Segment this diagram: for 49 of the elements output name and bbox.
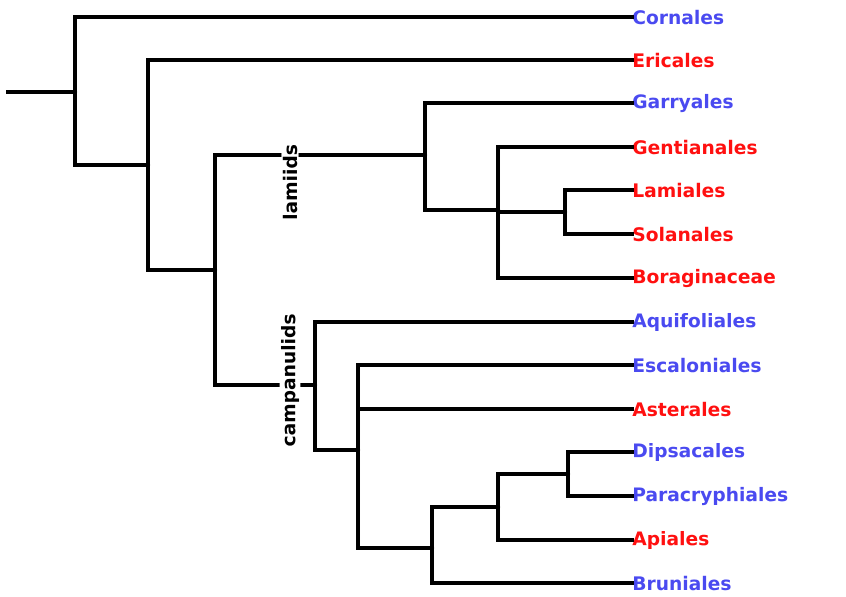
- taxon-label: Escaloniales: [634, 358, 761, 372]
- branch-point: [356, 448, 360, 452]
- branch-point: [212, 268, 218, 272]
- tree-branch: [356, 450, 432, 550]
- tree-branch: [563, 188, 634, 212]
- tree-branch: [496, 145, 634, 210]
- taxon-label: Dipsacales: [634, 442, 744, 462]
- tree-branch: [423, 155, 498, 212]
- taxon-label: Gentianales: [633, 140, 757, 154]
- branch-point: [496, 504, 500, 510]
- branch-point: [566, 472, 570, 476]
- taxon-label: Aquifoliales: [632, 312, 756, 332]
- tree-branch: [313, 320, 634, 385]
- taxon-label: Solanales: [634, 226, 733, 242]
- taxon-label: Ericales: [634, 52, 714, 68]
- tree-branch: [146, 58, 634, 165]
- branch-point: [72, 90, 78, 94]
- tree-branch: [73, 92, 148, 167]
- taxon-label: Apiales: [632, 530, 708, 550]
- taxon-label: Asterales: [632, 402, 730, 416]
- tree-branch: [430, 505, 498, 548]
- tree-branch: [146, 165, 215, 272]
- taxon-label: Bruniales: [634, 576, 731, 590]
- tree-branch: [563, 212, 634, 236]
- tree-branch: [496, 507, 634, 542]
- branch-point: [312, 382, 318, 388]
- taxon-label: Boraginaceae: [634, 268, 775, 288]
- branch-point: [146, 162, 150, 168]
- tree-branch: [566, 450, 634, 474]
- taxon-label: Lamiales: [634, 182, 724, 198]
- tree-branch: [213, 270, 315, 387]
- clade-label: campanulids: [280, 312, 300, 448]
- tree-branch: [566, 474, 634, 498]
- clade-label: lamiids: [281, 142, 299, 222]
- tree-branch: [356, 407, 634, 450]
- tree-branch: [73, 15, 634, 92]
- taxon-label: Garryales: [633, 94, 733, 112]
- tree-branch: [496, 210, 565, 214]
- tree-branch: [6, 90, 75, 94]
- taxon-label: Paracryphiales: [634, 486, 788, 506]
- tree-branch: [423, 101, 634, 155]
- branch-point: [562, 210, 568, 214]
- tree-branch: [313, 385, 358, 452]
- tree-branch: [430, 548, 634, 585]
- tree-branch: [496, 472, 568, 507]
- branch-point: [422, 152, 428, 158]
- branch-point: [430, 546, 434, 550]
- tree-branch: [213, 153, 425, 270]
- taxon-label: Cornales: [633, 10, 724, 24]
